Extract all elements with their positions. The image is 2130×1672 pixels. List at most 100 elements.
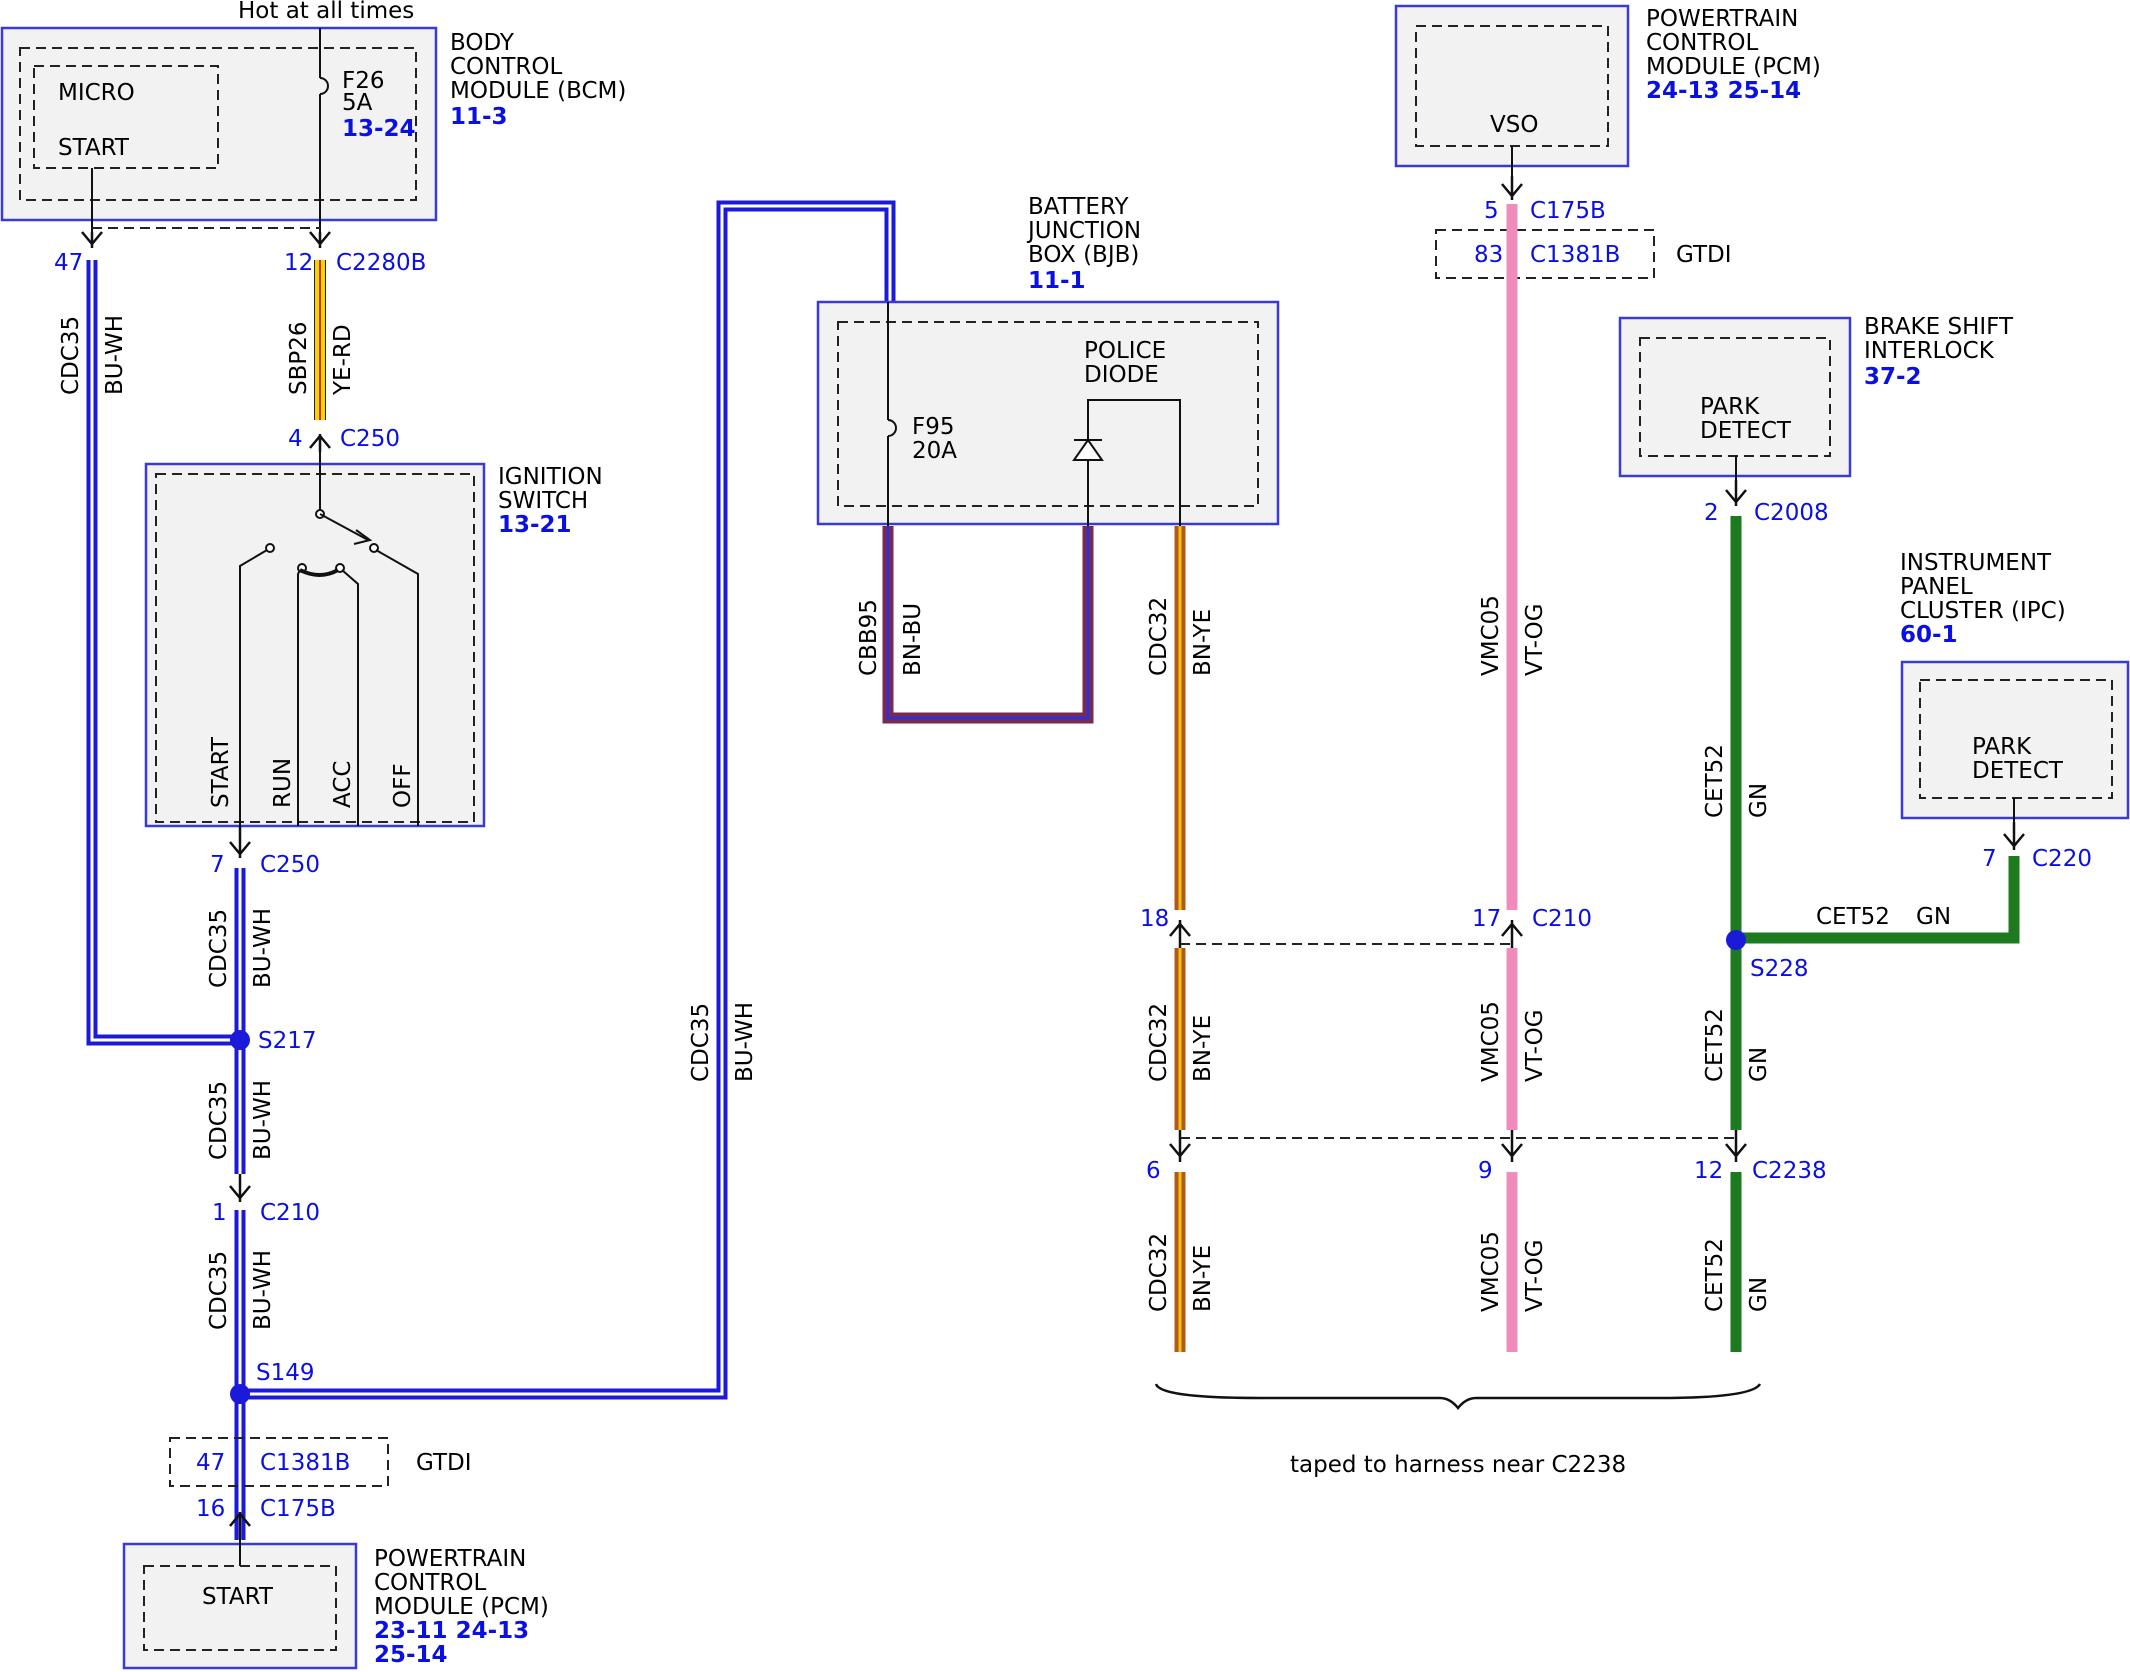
wire-label-cdc35-5: CDC35 xyxy=(688,1003,714,1082)
connector-c210-label-left: C210 xyxy=(260,1200,320,1226)
fuse-f95-label: F95 xyxy=(912,414,955,440)
connector-c1381b-label-right: C1381B xyxy=(1530,242,1620,268)
pin-9-c2238: 9 xyxy=(1478,1158,1493,1184)
pin-5-c175b: 5 xyxy=(1484,198,1499,224)
wire-color-bn-ye-2: BN-YE xyxy=(1190,1015,1216,1082)
pcm-bottom-refs-1: 23-11 24-13 xyxy=(374,1618,529,1644)
ipc-pin-label-2: DETECT xyxy=(1972,758,2064,784)
harness-brace-icon xyxy=(1154,1383,1762,1411)
pin-7-c250: 7 xyxy=(210,852,225,878)
bcm-name-3: MODULE (BCM) xyxy=(450,78,626,104)
bjb-ref: 11-1 xyxy=(1028,268,1086,294)
splice-s228-icon xyxy=(1726,930,1746,950)
pcm-top-refs: 24-13 25-14 xyxy=(1646,78,1801,104)
bcm-ref: 11-3 xyxy=(450,104,508,130)
wire-label-sbp26: SBP26 xyxy=(286,321,312,395)
connector-c210-18-icon xyxy=(1169,920,1191,948)
wire-label-cet52-1: CET52 xyxy=(1702,744,1728,818)
pin-1-c210: 1 xyxy=(212,1200,227,1226)
pcm-bottom-name-2: CONTROL xyxy=(374,1570,487,1596)
ipc-ref: 60-1 xyxy=(1900,622,1958,648)
wire-label-cet52-3: CET52 xyxy=(1702,1238,1728,1312)
ign-position-off: OFF xyxy=(390,763,416,808)
splice-s217-label: S217 xyxy=(258,1028,317,1054)
fuse-f26-ref: 13-24 xyxy=(342,116,416,142)
pcm-bottom-name-1: POWERTRAIN xyxy=(374,1546,526,1572)
wire-color-bn-ye-1: BN-YE xyxy=(1190,609,1216,676)
wire-cdc35-to-bjb xyxy=(240,200,896,1400)
wire-color-gn-2: GN xyxy=(1746,1047,1772,1082)
pin-12-c2238: 12 xyxy=(1694,1158,1723,1184)
wire-label-cdc32-3: CDC32 xyxy=(1146,1233,1172,1312)
wire-color-bu-wh-2: BU-WH xyxy=(250,908,276,988)
gtdi-connector-box-right xyxy=(1435,229,1655,279)
wire-label-cdc32-2: CDC32 xyxy=(1146,1003,1172,1082)
ignition-name-2: SWITCH xyxy=(498,488,588,514)
connector-c250-label-bottom: C250 xyxy=(260,852,320,878)
connector-c220-7-icon xyxy=(2003,822,2025,850)
pcm-top-module: VSO POWERTRAIN CONTROL MODULE (PCM) 24-1… xyxy=(1394,4,1821,200)
wire-label-cdc35-1: CDC35 xyxy=(58,316,84,395)
bjb-module: BATTERY JUNCTION BOX (BJB) 11-1 F95 20A … xyxy=(816,194,1280,526)
connector-c2280b-47-icon xyxy=(81,231,103,248)
wire-label-vmc05-2: VMC05 xyxy=(1478,1001,1504,1082)
bcm-module: MICRO START F26 5A 13-24 BODY CONTROL MO… xyxy=(0,26,626,245)
connector-c250-7-icon xyxy=(229,826,251,858)
wire-color-bu-wh-5: BU-WH xyxy=(732,1002,758,1082)
pin-2-c2008: 2 xyxy=(1704,500,1719,526)
pcm-top-name-1: POWERTRAIN xyxy=(1646,6,1798,32)
bsi-pin-label-1: PARK xyxy=(1700,394,1760,420)
connector-c175b-5-icon xyxy=(1501,176,1523,200)
connector-c175b-16-icon xyxy=(229,1512,251,1540)
wire-color-vt-og-1: VT-OG xyxy=(1522,603,1548,676)
connector-c1381b-label-left: C1381B xyxy=(260,1450,350,1476)
pin-7-c220: 7 xyxy=(1982,846,1997,872)
connector-c2238-6-icon xyxy=(1169,1130,1191,1162)
wire-cbb95 xyxy=(882,526,1094,724)
gtdi-label-left: GTDI xyxy=(416,1450,472,1476)
connector-c175b-label-right: C175B xyxy=(1530,198,1606,224)
bcm-start-label: START xyxy=(58,135,130,161)
connector-c2008-2-icon xyxy=(1725,480,1747,506)
wire-color-gn-3: GN xyxy=(1746,1277,1772,1312)
wire-color-vt-og-2: VT-OG xyxy=(1522,1009,1548,1082)
splice-s149-label: S149 xyxy=(256,1360,315,1386)
pcm-bottom-refs-2: 25-14 xyxy=(374,1642,448,1668)
pcm-bottom-start-label: START xyxy=(202,1584,274,1610)
wire-color-gn-1: GN xyxy=(1746,783,1772,818)
pin-47-c1381b: 47 xyxy=(196,1450,225,1476)
bsi-name-1: BRAKE SHIFT xyxy=(1864,314,2014,340)
connector-c210-label-right: C210 xyxy=(1532,906,1592,932)
ignition-switch-module: START RUN ACC OFF IGNITION SWITCH 13-21 xyxy=(144,452,603,828)
police-diode-label-2: DIODE xyxy=(1084,362,1159,388)
bsi-ref: 37-2 xyxy=(1864,364,1922,390)
wire-color-bu-wh-1: BU-WH xyxy=(102,315,128,395)
ign-position-start: START xyxy=(208,736,234,808)
wire-label-cdc35-4: CDC35 xyxy=(206,1251,232,1330)
bsi-name-2: INTERLOCK xyxy=(1864,338,1995,364)
bcm-name-2: CONTROL xyxy=(450,54,563,80)
connector-c2008-label: C2008 xyxy=(1754,500,1829,526)
wire-label-vmc05-1: VMC05 xyxy=(1478,595,1504,676)
wire-color-bu-wh-4: BU-WH xyxy=(250,1250,276,1330)
wire-label-cdc35-2: CDC35 xyxy=(206,909,232,988)
bsi-pin-label-2: DETECT xyxy=(1700,418,1792,444)
bjb-name-2: JUNCTION xyxy=(1026,218,1141,244)
police-diode-label-1: POLICE xyxy=(1084,338,1166,364)
splice-s149-icon xyxy=(230,1384,250,1404)
pcm-top-name-2: CONTROL xyxy=(1646,30,1759,56)
connector-c250-4-icon xyxy=(309,434,331,452)
connector-c2238-label: C2238 xyxy=(1752,1158,1827,1184)
ipc-module: INSTRUMENT PANEL CLUSTER (IPC) 60-1 PARK… xyxy=(1900,550,2130,850)
wire-label-cet52-2: CET52 xyxy=(1702,1008,1728,1082)
pcm-bottom-name-3: MODULE (PCM) xyxy=(374,1594,549,1620)
gtdi-label-right: GTDI xyxy=(1676,242,1732,268)
hot-at-all-times-label: Hot at all times xyxy=(238,0,414,24)
pcm-bottom-module: START POWERTRAIN CONTROL MODULE (PCM) 23… xyxy=(122,1540,549,1670)
bcm-name-1: BODY xyxy=(450,30,515,56)
connector-c2238-12-icon xyxy=(1725,1130,1747,1162)
wire-cdc35-bcm xyxy=(86,260,238,1046)
wire-color-bu-wh-3: BU-WH xyxy=(250,1080,276,1160)
pin-12-bcm: 12 xyxy=(284,250,313,276)
wire-label-cdc35-3: CDC35 xyxy=(206,1081,232,1160)
